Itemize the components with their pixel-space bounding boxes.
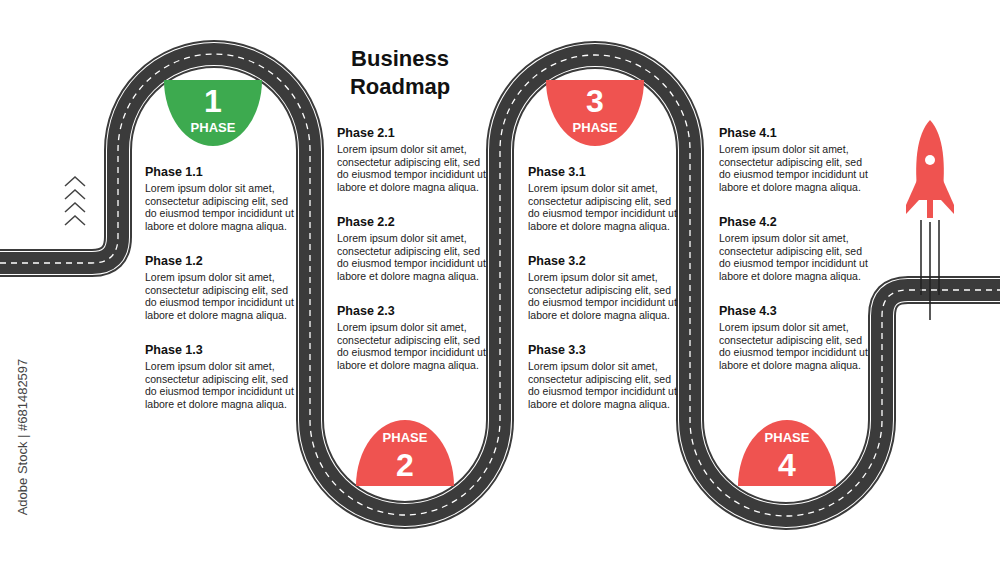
phase-badge: PHASE 2 bbox=[356, 420, 454, 486]
phase-item: Phase 1.3Lorem ipsum dolor sit amet, con… bbox=[145, 343, 295, 410]
phase-item: Phase 1.2Lorem ipsum dolor sit amet, con… bbox=[145, 254, 295, 321]
phase-item: Phase 2.3Lorem ipsum dolor sit amet, con… bbox=[337, 304, 487, 371]
rocket bbox=[906, 120, 954, 320]
phase-item: Phase 2.1Lorem ipsum dolor sit amet, con… bbox=[337, 126, 487, 193]
phase-description: Lorem ipsum dolor sit amet, consectetur … bbox=[719, 321, 869, 371]
phase-number: 4 bbox=[738, 448, 836, 482]
phase-item: Phase 4.1Lorem ipsum dolor sit amet, con… bbox=[719, 126, 869, 193]
phase-word: PHASE bbox=[164, 120, 262, 135]
phase-heading: Phase 3.3 bbox=[528, 343, 678, 358]
phase-description: Lorem ipsum dolor sit amet, consectetur … bbox=[145, 271, 295, 321]
phase-word: PHASE bbox=[738, 430, 836, 445]
phase-heading: Phase 1.2 bbox=[145, 254, 295, 269]
phase-heading: Phase 1.3 bbox=[145, 343, 295, 358]
phase-item: Phase 1.1Lorem ipsum dolor sit amet, con… bbox=[145, 165, 295, 232]
road bbox=[0, 54, 1000, 516]
road-centerline bbox=[0, 54, 1000, 516]
phase-description: Lorem ipsum dolor sit amet, consectetur … bbox=[337, 321, 487, 371]
road-surface bbox=[0, 54, 1000, 516]
phase-heading: Phase 3.2 bbox=[528, 254, 678, 269]
phase-description: Lorem ipsum dolor sit amet, consectetur … bbox=[145, 182, 295, 232]
phase-badge: PHASE 4 bbox=[738, 420, 836, 486]
phase-heading: Phase 4.2 bbox=[719, 215, 869, 230]
phase-badge: 3PHASE bbox=[546, 80, 644, 146]
phase-description: Lorem ipsum dolor sit amet, consectetur … bbox=[528, 182, 678, 232]
phase-word: PHASE bbox=[546, 120, 644, 135]
phase-description: Lorem ipsum dolor sit amet, consectetur … bbox=[719, 232, 869, 282]
phase-heading: Phase 4.1 bbox=[719, 126, 869, 141]
phase-item: Phase 3.2Lorem ipsum dolor sit amet, con… bbox=[528, 254, 678, 321]
phase-description: Lorem ipsum dolor sit amet, consectetur … bbox=[337, 232, 487, 282]
road-edge bbox=[0, 54, 1000, 516]
phase-item: Phase 3.3Lorem ipsum dolor sit amet, con… bbox=[528, 343, 678, 410]
phase-description: Lorem ipsum dolor sit amet, consectetur … bbox=[337, 143, 487, 193]
phase-heading: Phase 2.2 bbox=[337, 215, 487, 230]
phase-word: PHASE bbox=[356, 430, 454, 445]
phase-heading: Phase 1.1 bbox=[145, 165, 295, 180]
phase-description: Lorem ipsum dolor sit amet, consectetur … bbox=[528, 360, 678, 410]
phase-description: Lorem ipsum dolor sit amet, consectetur … bbox=[145, 360, 295, 410]
phase-description: Lorem ipsum dolor sit amet, consectetur … bbox=[528, 271, 678, 321]
phase-heading: Phase 3.1 bbox=[528, 165, 678, 180]
phase-item: Phase 2.2Lorem ipsum dolor sit amet, con… bbox=[337, 215, 487, 282]
phase-item: Phase 3.1Lorem ipsum dolor sit amet, con… bbox=[528, 165, 678, 232]
phase-heading: Phase 4.3 bbox=[719, 304, 869, 319]
phase-number: 3 bbox=[546, 84, 644, 118]
phase-heading: Phase 2.1 bbox=[337, 126, 487, 141]
phase-badge: 1PHASE bbox=[164, 80, 262, 146]
title: Business Roadmap bbox=[330, 45, 470, 101]
phase-item: Phase 4.3Lorem ipsum dolor sit amet, con… bbox=[719, 304, 869, 371]
phase-description: Lorem ipsum dolor sit amet, consectetur … bbox=[719, 143, 869, 193]
watermark: Adobe Stock | #681482597 bbox=[15, 359, 30, 516]
phase-heading: Phase 2.3 bbox=[337, 304, 487, 319]
phase-number: 1 bbox=[164, 84, 262, 118]
chevrons bbox=[65, 177, 85, 225]
phase-number: 2 bbox=[356, 448, 454, 482]
phase-item: Phase 4.2Lorem ipsum dolor sit amet, con… bbox=[719, 215, 869, 282]
